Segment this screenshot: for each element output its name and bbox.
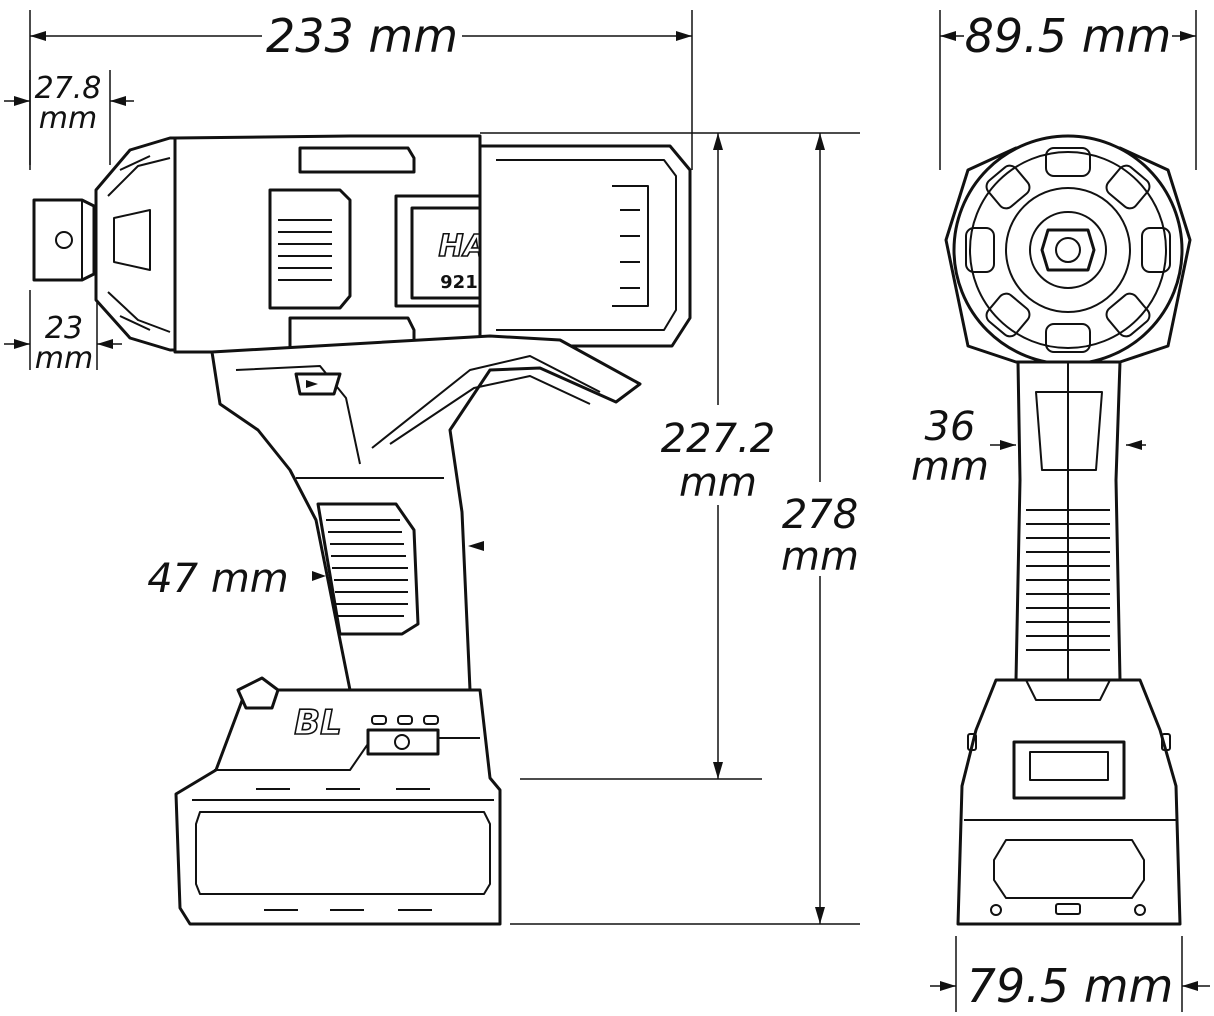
anvil-length-value: 27.8 bbox=[35, 71, 102, 106]
front-bumper-pads bbox=[965, 147, 1171, 353]
anvil-height-value: 23 bbox=[45, 311, 83, 346]
front-grip-ribs bbox=[1026, 509, 1110, 651]
side-view: HAZET 9213-1000 bbox=[32, 134, 692, 926]
overall-height-unit: mm bbox=[781, 534, 859, 580]
height-without-battery-unit: mm bbox=[679, 460, 757, 506]
grip-ribs bbox=[326, 519, 408, 617]
overall-height-value: 278 bbox=[782, 492, 858, 538]
overall-length-label: 233 mm bbox=[266, 9, 458, 63]
grip-width-value: 36 bbox=[925, 404, 976, 450]
dimension-lines bbox=[4, 10, 1210, 1012]
battery-width-label: 79.5 mm bbox=[967, 959, 1174, 1013]
overall-width-label: 89.5 mm bbox=[965, 9, 1172, 63]
grip-diameter-label: 47 mm bbox=[147, 556, 289, 602]
side-vent-slats bbox=[278, 219, 332, 281]
grip-width-unit: mm bbox=[911, 444, 989, 490]
anvil-height-unit: mm bbox=[35, 341, 93, 376]
anvil-length-unit: mm bbox=[39, 101, 97, 136]
front-view bbox=[944, 134, 1192, 926]
battery-badge: BL bbox=[294, 703, 342, 743]
height-without-battery-value: 227.2 bbox=[661, 416, 776, 462]
